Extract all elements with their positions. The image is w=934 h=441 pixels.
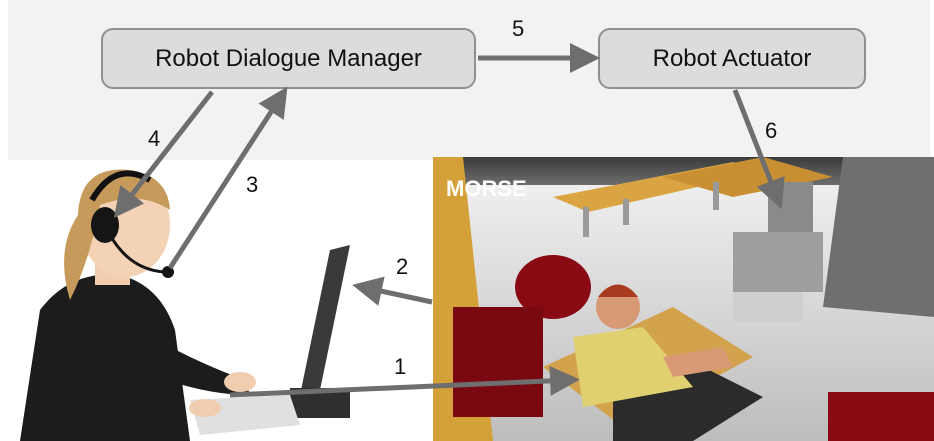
operator-hand — [224, 372, 256, 392]
arrow-2 — [352, 276, 433, 306]
human-hair — [598, 284, 638, 297]
human-arm — [663, 347, 733, 377]
operator-body — [20, 274, 190, 441]
headset-microphone — [162, 266, 174, 278]
arrow-label-6: 6 — [765, 118, 778, 143]
operator-neck — [95, 245, 130, 285]
arrow-label-1: 1 — [394, 354, 407, 379]
headset-earpiece — [91, 207, 119, 243]
operator-face — [80, 173, 170, 277]
robot-dialogue-manager-label: Robot Dialogue Manager — [155, 44, 422, 72]
arrow-label-3: 3 — [246, 172, 259, 197]
simulation-scene — [433, 157, 934, 441]
operator-arm — [140, 330, 250, 395]
desk-leg — [713, 182, 719, 210]
morse-simulation-view — [433, 157, 934, 441]
morse-label: MORSE — [446, 176, 527, 201]
monitor-stand — [290, 388, 350, 418]
keyboard — [190, 395, 300, 435]
arrow-label-2: 2 — [396, 254, 409, 279]
desk-leg — [623, 199, 629, 225]
monitor — [300, 245, 350, 395]
robot-base — [733, 292, 803, 322]
robot-dialogue-manager-box: Robot Dialogue Manager — [101, 28, 476, 89]
human-torso — [573, 327, 693, 407]
desk-leg — [583, 207, 589, 237]
arrow-label-5: 5 — [512, 16, 525, 41]
operator-hair — [64, 169, 170, 300]
robot-actuator-box: Robot Actuator — [598, 28, 866, 89]
robot-actuator-label: Robot Actuator — [652, 44, 812, 72]
operator-hand — [189, 399, 221, 417]
arrow-label-4: 4 — [148, 126, 161, 151]
robot-body — [733, 232, 823, 292]
headset-band — [89, 170, 152, 202]
sofa-right — [828, 392, 934, 441]
sofa — [453, 307, 543, 417]
armchair — [515, 255, 591, 319]
headset-mic-boom — [108, 234, 166, 274]
cabinet — [823, 157, 934, 317]
